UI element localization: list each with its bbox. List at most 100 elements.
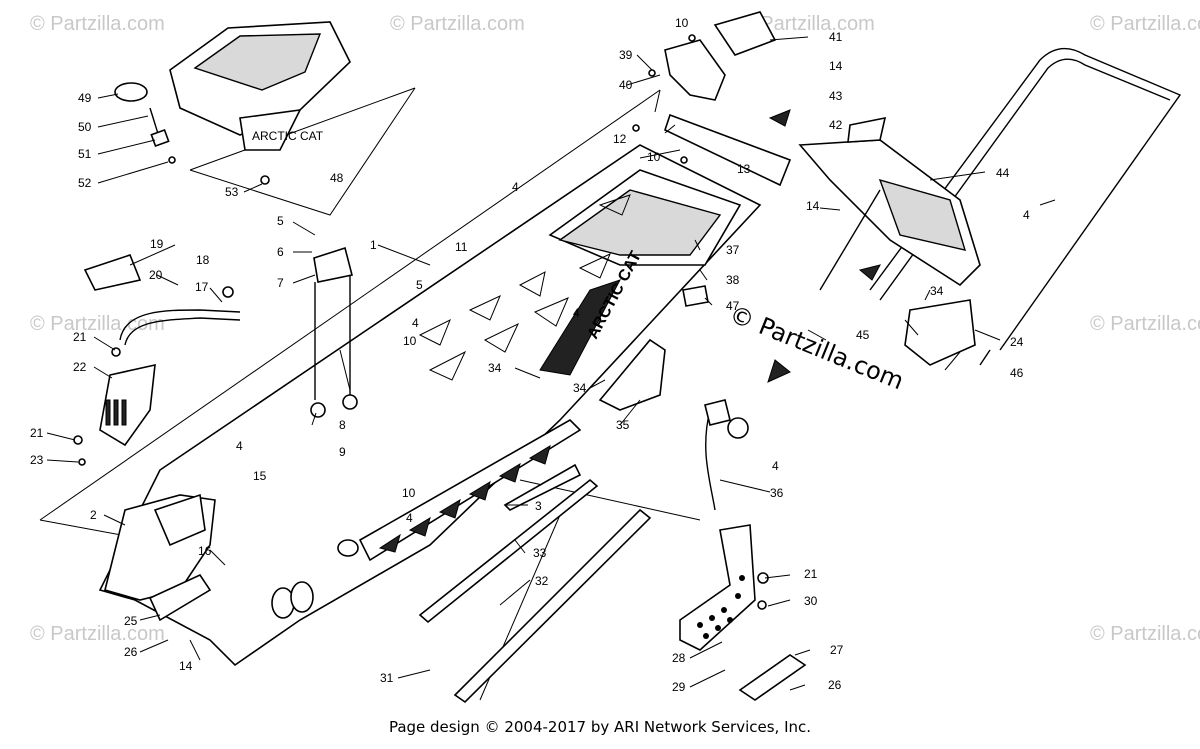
- callout-26b: 26: [828, 678, 842, 692]
- knob-49: [114, 82, 148, 102]
- callout-2: 2: [90, 508, 97, 522]
- callout-7: 7: [277, 276, 284, 290]
- callout-37: 37: [726, 243, 740, 257]
- watermark-text: © Partzilla.com: [30, 623, 165, 645]
- callout-20: 20: [149, 268, 163, 282]
- upper-parts: [632, 11, 792, 307]
- rod-17: [119, 309, 241, 341]
- rail-cutouts: [378, 444, 551, 553]
- callout-43: 43: [829, 89, 843, 103]
- callout-5b: 5: [416, 278, 423, 292]
- bar-13: [664, 113, 792, 187]
- callout-16: 16: [198, 544, 212, 558]
- callout-40: 40: [619, 78, 633, 92]
- callout-14c: 14: [179, 659, 193, 673]
- callout-25: 25: [124, 614, 138, 628]
- callout-10b: 10: [647, 150, 661, 164]
- watermark-text: © Partzilla.com: [30, 13, 165, 35]
- callout-28: 28: [672, 651, 686, 665]
- watermark-text: © Partzilla.com: [1090, 623, 1200, 645]
- callout-35: 35: [616, 418, 630, 432]
- callout-19: 19: [150, 237, 164, 251]
- callout-4c: 4: [573, 306, 580, 320]
- callout-48: 48: [330, 171, 344, 185]
- watermark-text: © Partzilla.com: [390, 13, 525, 35]
- page-footer: Page design © 2004-2017 by ARI Network S…: [388, 718, 812, 736]
- seat-assembly: ARCTIC CAT: [169, 21, 416, 216]
- callout-31: 31: [380, 671, 394, 685]
- callout-15: 15: [253, 469, 267, 483]
- callout-32: 32: [535, 574, 549, 588]
- callout-34b: 34: [573, 381, 587, 395]
- callout-30: 30: [804, 594, 818, 608]
- callout-49: 49: [78, 91, 92, 105]
- bracket-7: [310, 246, 358, 418]
- callout-21b: 21: [30, 426, 44, 440]
- rear-bumper-assembly: [767, 47, 1182, 383]
- cover-27: [738, 654, 807, 701]
- callout-42: 42: [829, 118, 843, 132]
- callout-4g: 4: [1023, 208, 1030, 222]
- callout-50: 50: [78, 120, 92, 134]
- callout-51: 51: [78, 147, 92, 161]
- watermark-text: © Partzilla.com: [1090, 13, 1200, 35]
- callout-29: 29: [672, 680, 686, 694]
- left-brackets: [73, 254, 241, 466]
- callout-21: 21: [73, 330, 87, 344]
- tunnel-vent-cutouts: [418, 194, 631, 381]
- callout-4b: 4: [412, 316, 419, 330]
- bracket-3: [503, 463, 582, 511]
- bumper-25: [148, 573, 212, 622]
- callout-46: 46: [1010, 366, 1024, 380]
- callout-22: 22: [73, 360, 87, 374]
- callout-labels: 1 2 3 4 4 4 4 4 4 4 5 5 6 7 8 9 10 10 10…: [30, 16, 1030, 694]
- callout-4e: 4: [406, 511, 413, 525]
- callout-41: 41: [829, 30, 843, 44]
- callout-39: 39: [619, 48, 633, 62]
- callout-38: 38: [726, 273, 740, 287]
- callout-44: 44: [996, 166, 1010, 180]
- slide-33: [418, 478, 599, 624]
- callout-14b: 14: [806, 199, 820, 213]
- callout-27: 27: [830, 643, 844, 657]
- rod-32: [453, 508, 652, 704]
- leader-lines: [46, 36, 1056, 691]
- callout-10d: 10: [402, 486, 416, 500]
- callout-45: 45: [856, 328, 870, 342]
- bracket-40: [664, 39, 726, 101]
- callout-47: 47: [726, 299, 740, 313]
- seat-hardware: [97, 82, 270, 193]
- callout-5: 5: [277, 214, 284, 228]
- callout-4f: 4: [772, 459, 779, 473]
- callout-18: 18: [196, 253, 210, 267]
- callout-3: 3: [535, 499, 542, 513]
- callout-11: 11: [455, 240, 468, 254]
- callout-26: 26: [124, 645, 138, 659]
- callout-4: 4: [512, 180, 519, 194]
- callout-9: 9: [339, 445, 346, 459]
- watermark-text: © Partzilla.com: [740, 13, 875, 35]
- front-bracket: [104, 493, 216, 622]
- callout-4d: 4: [236, 439, 243, 453]
- callout-6: 6: [277, 245, 284, 259]
- callout-1: 1: [370, 238, 377, 252]
- step-chain-36: [704, 399, 749, 511]
- latch-51: [150, 128, 170, 148]
- watermark-text: © Partzilla.com: [30, 313, 165, 335]
- callout-52: 52: [78, 176, 92, 190]
- callout-24: 24: [1010, 335, 1024, 349]
- callout-36: 36: [770, 486, 784, 500]
- callout-34c: 34: [930, 284, 944, 298]
- bracket-19: [83, 254, 142, 291]
- callout-23: 23: [30, 453, 44, 467]
- callout-8: 8: [339, 418, 346, 432]
- rear-bumper-24: [869, 47, 1182, 351]
- callout-21c: 21: [804, 567, 818, 581]
- rods: [418, 463, 652, 704]
- footrest-28: [679, 524, 756, 651]
- callout-10c: 10: [403, 334, 417, 348]
- bracket-43: [847, 116, 887, 143]
- callout-10: 10: [675, 16, 689, 30]
- callout-53: 53: [225, 185, 239, 199]
